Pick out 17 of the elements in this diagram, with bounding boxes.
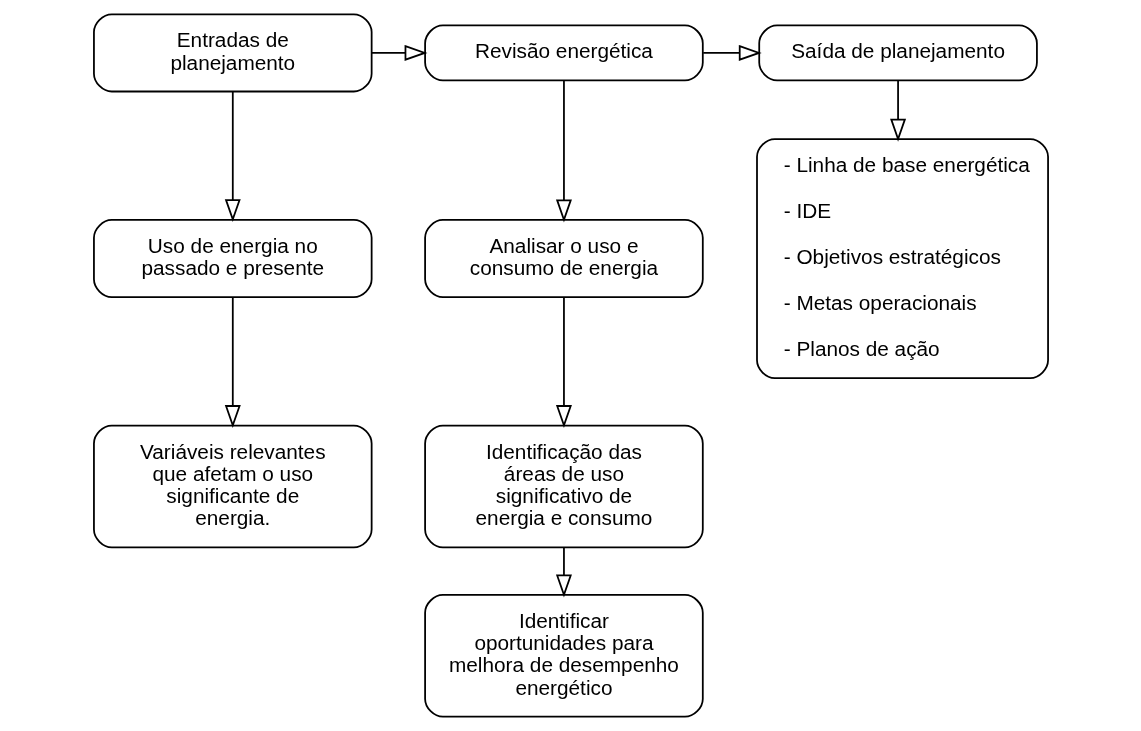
arrow <box>224 90 241 223</box>
node-box: Saída de planejamento <box>757 24 1038 82</box>
node-box: Variáveis relevantes que afetam o uso significante de energia. <box>92 424 373 549</box>
node-box: Analisar o uso e consumo de energia <box>423 219 704 299</box>
node-box: Identificação das áreas de uso significativo de energia e consumo <box>423 424 704 549</box>
node-box: Uso de energia no passado e presente <box>92 219 373 299</box>
node-box: Revisão energética <box>423 24 704 82</box>
node-box: Entradas de planejamento <box>92 13 373 93</box>
arrow <box>889 79 906 142</box>
arrow <box>370 44 427 61</box>
node-box: - Linha de base energética - IDE - Objetivos estratégicos - Metas operacionais - Planos de ação <box>755 138 1049 379</box>
arrow <box>701 44 762 61</box>
arrow <box>555 546 572 598</box>
arrow <box>555 79 572 223</box>
arrow <box>224 296 241 428</box>
node-box: Identificar oportunidades para melhora de desempenho energético <box>423 594 704 718</box>
arrow <box>555 296 572 428</box>
